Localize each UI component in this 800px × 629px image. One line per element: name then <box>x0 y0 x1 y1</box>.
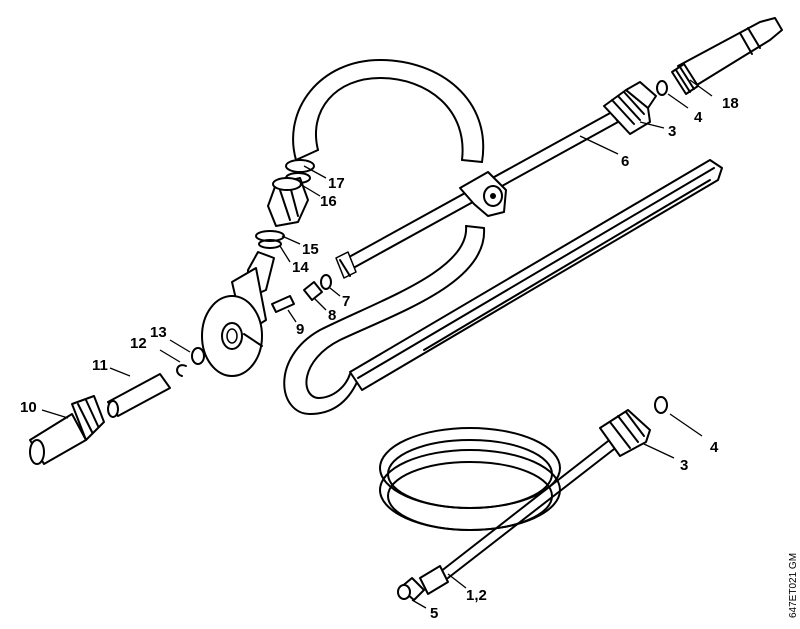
callout-4-bottom: 4 <box>710 439 719 456</box>
part-5-cap <box>397 577 425 601</box>
callout-10: 10 <box>20 399 37 416</box>
part-16-cap <box>267 177 309 227</box>
callout-13: 13 <box>150 324 167 341</box>
part-13-o-ring <box>191 347 205 365</box>
coiled-hose <box>379 427 619 595</box>
leader-lines <box>41 79 713 609</box>
callout-5: 5 <box>430 605 438 622</box>
callout-7: 7 <box>342 293 350 310</box>
callout-1-2: 1,2 <box>466 587 487 604</box>
callout-3-top: 3 <box>668 123 676 140</box>
gun-body <box>201 251 275 377</box>
callout-16: 16 <box>320 193 337 210</box>
hose-loop-upper <box>292 59 485 163</box>
part-3-union-nut-bottom <box>599 409 651 457</box>
part-4-o-ring-top <box>656 80 668 96</box>
callout-11: 11 <box>92 357 108 374</box>
lance-clamp <box>459 171 507 217</box>
callout-8: 8 <box>328 307 336 324</box>
callout-17: 17 <box>328 175 345 192</box>
part-11-sleeve <box>107 373 171 418</box>
hose-loop-lower <box>283 225 486 415</box>
part-10-nozzle-holder <box>29 395 105 465</box>
callout-3-bottom: 3 <box>680 457 688 474</box>
part-4-o-ring-bottom <box>654 396 668 414</box>
part-7-o-ring <box>320 274 332 290</box>
callout-14: 14 <box>292 259 309 276</box>
trigger-guard-bar <box>349 159 723 391</box>
callouts: 18 4 3 6 17 16 15 14 7 8 9 13 12 11 10 4… <box>20 95 739 622</box>
part-8-fitting <box>303 281 323 301</box>
part-12-circlip <box>176 364 187 377</box>
callout-18: 18 <box>722 95 739 112</box>
part-18-nozzle <box>671 17 783 95</box>
callout-9: 9 <box>296 321 304 338</box>
callout-6: 6 <box>621 153 629 170</box>
part-9-plug <box>271 295 295 313</box>
part-14-o-ring <box>258 239 282 249</box>
callout-12: 12 <box>130 335 147 352</box>
reference-code: 647ET021 GM <box>788 553 799 618</box>
part-3-union-nut-top <box>603 81 657 135</box>
callout-15: 15 <box>302 241 319 258</box>
callout-4-top: 4 <box>694 109 703 126</box>
